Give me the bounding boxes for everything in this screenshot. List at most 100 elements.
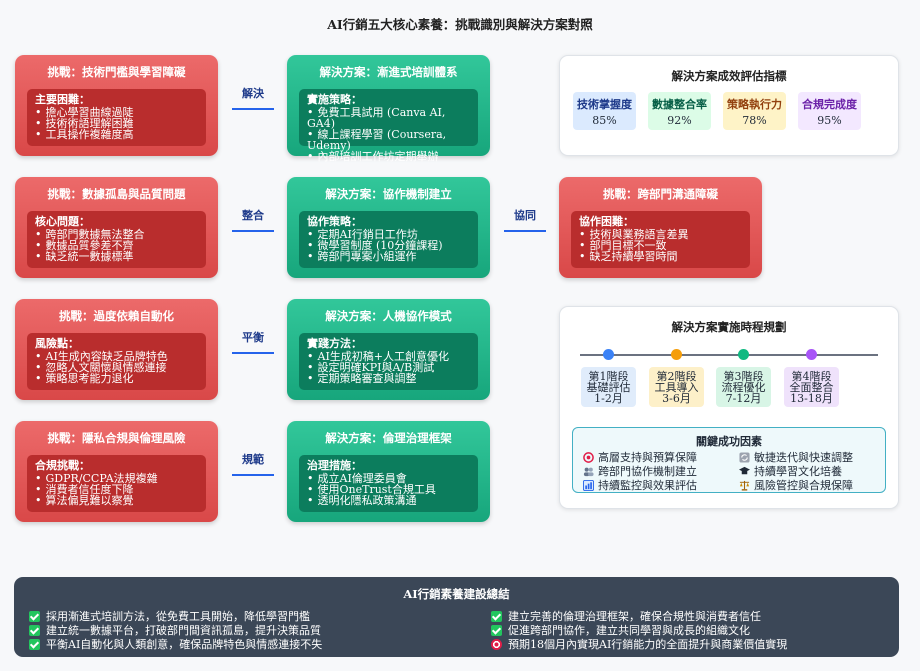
factor-item: 敏捷迭代與快速調整 <box>739 449 853 465</box>
challenge-card-data: 挑戰：數據孤島與品質問題 核心問題： 跨部門數據無法整合 數據品質參差不齊 缺乏… <box>15 177 218 278</box>
solution-detail: 治理措施： 成立AI倫理委員會 使用OneTrust合規工具 透明化隱私政策溝通 <box>299 455 478 512</box>
challenge-card-privacy: 挑戰：隱私合規與倫理風險 合規挑戰： GDPR/CCPA法規複雜 消費者信任度下… <box>15 421 218 522</box>
list-item: 策略思考能力退化 <box>35 373 198 384</box>
summary-item: 建立統一數據平台，打破部門間資訊孤島，提升決策品質 <box>29 622 321 638</box>
chart-icon <box>583 479 594 491</box>
connector-synergy: 協同 <box>504 207 546 232</box>
check-icon <box>29 624 40 636</box>
list-item: 缺乏持續學習時間 <box>579 251 742 262</box>
timeline-dot <box>806 349 817 360</box>
list-item: 成立AI倫理委員會 <box>307 473 470 484</box>
list-item: 數據品質參差不齊 <box>35 240 198 251</box>
list-item: 部門目標不一致 <box>579 240 742 251</box>
factor-item: 高層支持與預算保障 <box>583 449 697 465</box>
success-factors-box: 關鍵成功因素 高層支持與預算保障 敏捷迭代與快速調整 跨部門協作機制建立 持續學… <box>572 427 886 493</box>
connector-line <box>232 352 274 354</box>
challenge-card-automation: 挑戰：過度依賴自動化 風險點： AI生成內容缺乏品牌特色 忽略人文關懷與情感連接… <box>15 299 218 400</box>
list-item: 微學習制度 (10分鐘課程) <box>307 240 470 251</box>
list-item: 工具操作複雜度高 <box>35 129 198 140</box>
summary-panel: AI行銷素養建設總結 採用漸進式培訓方法，從免費工具開始，降低學習門檻 建立統一… <box>14 577 899 657</box>
summary-item: 採用漸進式培訓方法，從免費工具開始，降低學習門檻 <box>29 608 310 624</box>
check-icon <box>491 610 502 622</box>
metric-tech-mastery: 技術掌握度 85% <box>573 92 636 130</box>
list-item: 線上課程學習 (Coursera, Udemy) <box>307 129 470 151</box>
solution-detail: 實施策略： 免費工具試用 (Canva AI, GA4) 線上課程學習 (Cou… <box>299 89 478 162</box>
sync-icon <box>739 451 750 463</box>
factor-item: 持續學習文化培養 <box>739 463 842 479</box>
solution-title: 解決方案：人機協作模式 <box>325 309 452 323</box>
solution-detail: 實踐方法： AI生成初稿+人工創意優化 設定明確KPI與A/B測試 定期策略審查… <box>299 333 478 390</box>
people-icon <box>583 467 594 476</box>
connector-regulate: 規範 <box>232 451 274 476</box>
connector-line <box>232 474 274 476</box>
list-item: 免費工具試用 (Canva AI, GA4) <box>307 107 470 129</box>
panel-title: 解決方案成效評估指標 <box>671 69 787 83</box>
solution-card-collaboration: 解決方案：協作機制建立 協作策略： 定期AI行銷日工作坊 微學習制度 (10分鐘… <box>287 177 490 278</box>
challenge-card-communication: 挑戰：跨部門溝通障礙 協作困難： 技術與業務語言差異 部門目標不一致 缺乏持續學… <box>559 177 762 278</box>
challenge-detail: 風險點： AI生成內容缺乏品牌特色 忽略人文關懷與情感連接 策略思考能力退化 <box>27 333 206 390</box>
summary-title: AI行銷素養建設總結 <box>403 587 510 601</box>
page-title: AI行銷五大核心素養：挑戰識別與解決方案對照 <box>327 17 593 32</box>
list-item: 透明化隱私政策溝通 <box>307 495 470 506</box>
summary-item: 預期18個月內實現AI行銷能力的全面提升與商業價值實現 <box>491 636 787 652</box>
metric-strategy-execution: 策略執行力 78% <box>723 92 786 130</box>
timeline-line <box>580 354 878 356</box>
connector-line <box>232 108 274 110</box>
connector-integrate: 整合 <box>232 207 274 232</box>
list-item: 定期策略審查與調整 <box>307 373 470 384</box>
factor-item: 持續監控與效果評估 <box>583 477 697 493</box>
factor-item: 風險管控與合規保障 <box>739 477 853 493</box>
solution-card-training: 解決方案：漸進式培訓體系 實施策略： 免費工具試用 (Canva AI, GA4… <box>287 55 490 162</box>
list-item: 消費者信任度下降 <box>35 484 198 495</box>
list-item: 跨部門專案小組運作 <box>307 251 470 262</box>
list-item: 使用OneTrust合規工具 <box>307 484 470 495</box>
challenge-title: 挑戰：過度依賴自動化 <box>59 309 174 323</box>
phase-4: 第4階段 全面整合 13-18月 <box>784 367 839 407</box>
list-item: 缺乏統一數據標準 <box>35 251 198 262</box>
challenge-detail: 協作困難： 技術與業務語言差異 部門目標不一致 缺乏持續學習時間 <box>571 211 750 268</box>
challenge-title: 挑戰：跨部門溝通障礙 <box>603 187 718 201</box>
list-item: 算法偏見難以察覺 <box>35 495 198 506</box>
list-item: 設定明確KPI與A/B測試 <box>307 362 470 373</box>
check-icon <box>29 610 40 622</box>
list-item: 忽略人文關懷與情感連接 <box>35 362 198 373</box>
metrics-panel: 解決方案成效評估指標 技術掌握度 85% 數據整合率 92% 策略執行力 78%… <box>559 55 899 156</box>
check-icon <box>491 624 502 636</box>
list-item: GDPR/CCPA法規複雜 <box>35 473 198 484</box>
summary-item: 平衡AI自動化與人類創意，確保品牌特色與情感連接不失 <box>29 636 322 652</box>
scales-icon <box>739 480 750 491</box>
challenge-title: 挑戰：技術門檻與學習障礙 <box>47 65 186 79</box>
factor-item: 跨部門協作機制建立 <box>583 463 697 479</box>
challenge-detail: 合規挑戰： GDPR/CCPA法規複雜 消費者信任度下降 算法偏見難以察覺 <box>27 455 206 512</box>
challenge-title: 挑戰：隱私合規與倫理風險 <box>47 431 186 445</box>
challenge-title: 挑戰：數據孤島與品質問題 <box>47 187 186 201</box>
connector-line <box>504 230 546 232</box>
list-item: 內部培訓工作坊定期舉辦 <box>307 151 470 162</box>
challenge-detail: 主要困難： 擔心學習曲線過陡 技術術語理解困難 工具操作複雜度高 <box>27 89 206 146</box>
connector-line <box>232 230 274 232</box>
timeline-dot <box>671 349 682 360</box>
target-icon <box>583 451 594 463</box>
timeline-dot <box>738 349 749 360</box>
list-item: 技術與業務語言差異 <box>579 229 742 240</box>
list-item: 擔心學習曲線過陡 <box>35 107 198 118</box>
phase-3: 第3階段 流程優化 7-12月 <box>716 367 771 407</box>
metric-compliance: 合規完成度 95% <box>798 92 861 130</box>
solution-title: 解決方案：倫理治理框架 <box>325 431 452 445</box>
challenge-detail: 核心問題： 跨部門數據無法整合 數據品質參差不齊 缺乏統一數據標準 <box>27 211 206 268</box>
solution-card-human-ai: 解決方案：人機協作模式 實踐方法： AI生成初稿+人工創意優化 設定明確KPI與… <box>287 299 490 400</box>
metric-data-integration: 數據整合率 92% <box>648 92 711 130</box>
list-item: AI生成初稿+人工創意優化 <box>307 351 470 362</box>
target-icon <box>491 638 502 650</box>
list-item: 技術術語理解困難 <box>35 118 198 129</box>
connector-resolve: 解決 <box>232 85 274 110</box>
solution-title: 解決方案：協作機制建立 <box>325 187 452 201</box>
phase-1: 第1階段 基礎評估 1-2月 <box>581 367 636 407</box>
factors-title: 關鍵成功因素 <box>696 435 762 448</box>
timeline-panel: 解決方案實施時程規劃 第1階段 基礎評估 1-2月 第2階段 工具導入 3-6月… <box>559 306 899 509</box>
graduation-cap-icon <box>739 466 750 474</box>
timeline-dot <box>603 349 614 360</box>
challenge-card-tech: 挑戰：技術門檻與學習障礙 主要困難： 擔心學習曲線過陡 技術術語理解困難 工具操… <box>15 55 218 156</box>
summary-item: 建立完善的倫理治理框架，確保合規性與消費者信任 <box>491 608 761 624</box>
list-item: 跨部門數據無法整合 <box>35 229 198 240</box>
